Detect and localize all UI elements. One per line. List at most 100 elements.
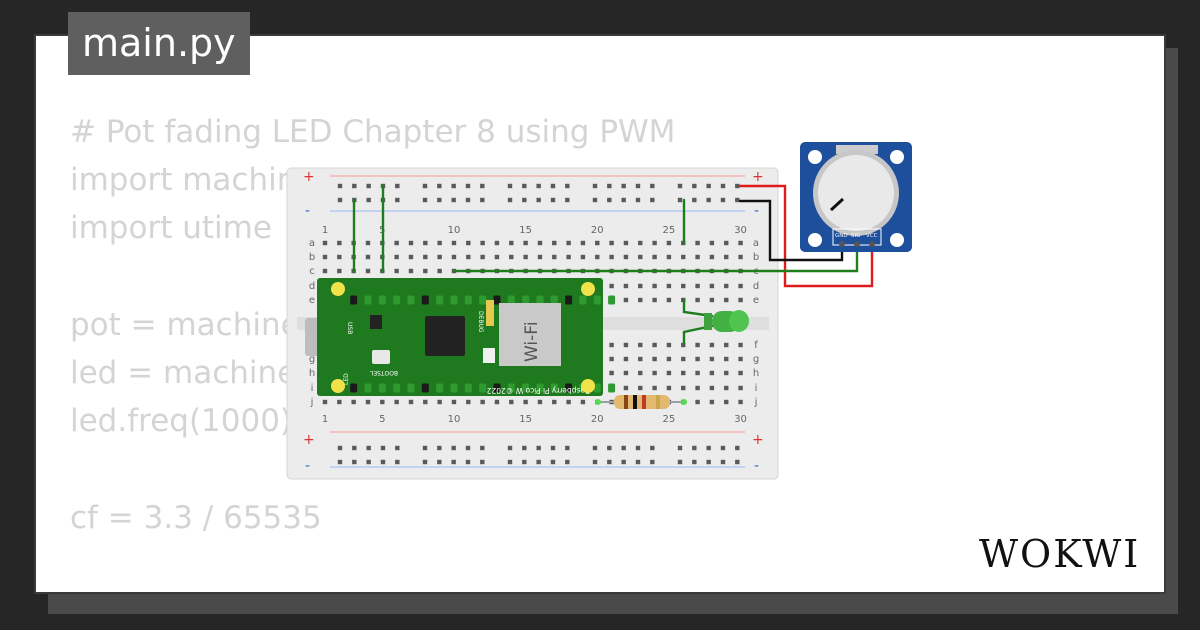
breadboard-hole [465, 445, 471, 451]
breadboard-hole [720, 445, 726, 451]
breadboard-hole [635, 459, 641, 465]
pico-pin [608, 295, 616, 305]
column-number: 25 [663, 225, 676, 236]
column-number: 1 [322, 414, 328, 425]
pot-pin-vcc: VCC [866, 233, 878, 239]
breadboard-hole [735, 459, 740, 465]
row-letter: h [309, 368, 315, 379]
row-letter: g [753, 354, 759, 365]
breadboard-hole [738, 356, 743, 362]
breadboard-hole [423, 254, 428, 260]
breadboard-hole [337, 254, 342, 260]
breadboard-labels: 115510101515202025253030aabbccddeeffgghh… [309, 225, 759, 425]
rail-plus-top-right: + [752, 169, 764, 185]
breadboard-hole [536, 183, 541, 189]
breadboard-hole [638, 283, 643, 289]
breadboard-hole [709, 254, 715, 260]
breadboard-hole [607, 197, 612, 203]
breadboard-hole [635, 183, 641, 189]
row-letter: f [754, 340, 758, 351]
breadboard-hole [565, 459, 570, 465]
pot-knob-indicator [829, 197, 845, 212]
breadboard-hole [692, 197, 697, 203]
row-letter: i [311, 383, 314, 394]
pico-pin [393, 295, 401, 305]
breadboard-hole [650, 459, 655, 465]
pico-pin [536, 383, 544, 393]
pot-pin-gnd: GND [835, 233, 848, 239]
breadboard-hole [738, 370, 743, 376]
breadboard-hole [565, 197, 570, 203]
pico-pin [393, 383, 401, 393]
breadboard-hole [677, 197, 683, 203]
breadboard-hole [509, 399, 514, 405]
file-tab[interactable]: main.py [68, 12, 250, 75]
pico-pin [507, 383, 515, 393]
breadboard-hole [322, 268, 328, 274]
pico-pin [579, 295, 587, 305]
breadboard-hole [592, 183, 598, 189]
breadboard-hole [465, 459, 471, 465]
breadboard-hole [623, 254, 629, 260]
breadboard-hole [666, 254, 672, 260]
bootsel-label: BOOTSEL [369, 369, 398, 376]
breadboard-hole [709, 399, 715, 405]
breadboard-hole [652, 370, 657, 376]
breadboard-hole [623, 240, 629, 246]
breadboard-hole [623, 342, 629, 348]
rail-minus-bottom: - [305, 458, 310, 474]
breadboard-hole [638, 254, 643, 260]
code-line: led = machine. [70, 354, 307, 391]
breadboard-hole [720, 459, 726, 465]
pico-pin [407, 295, 415, 305]
wire-red-vcc [738, 184, 874, 288]
breadboard-hole [337, 445, 343, 451]
row-letter: a [753, 238, 759, 249]
pico-pin [364, 295, 372, 305]
column-number: 5 [379, 414, 385, 425]
breadboard-hole [652, 342, 657, 348]
breadboard-hole [666, 240, 672, 246]
breadboard-hole [380, 445, 386, 451]
breadboard-hole [692, 183, 697, 189]
breadboard-hole [709, 370, 715, 376]
breadboard-hole [738, 254, 743, 260]
breadboard-hole [595, 240, 600, 246]
breadboard-hole [623, 385, 629, 391]
breadboard-hole [652, 356, 657, 362]
breadboard-hole [638, 342, 643, 348]
row-letter: e [753, 295, 759, 306]
breadboard-hole [706, 197, 711, 203]
wire-black-gnd [738, 199, 844, 262]
breadboard-hole [352, 459, 357, 465]
breadboard-hole [408, 240, 414, 246]
breadboard-hole [724, 254, 729, 260]
debug-label: DEBUG [477, 311, 484, 333]
pico-pin [364, 383, 372, 393]
breadboard-hole [537, 399, 543, 405]
pico-pin [550, 295, 558, 305]
rail-minus-top-right: - [754, 203, 759, 219]
breadboard-hole [494, 254, 500, 260]
pico-pin [507, 295, 515, 305]
breadboard-hole [609, 240, 614, 246]
breadboard-hole [709, 283, 715, 289]
breadboard-hole [437, 254, 442, 260]
breadboard-hole [695, 356, 700, 362]
row-letter: b [753, 252, 759, 263]
pico-pin [493, 383, 501, 393]
breadboard-hole [738, 297, 743, 303]
breadboard-hole [607, 183, 612, 189]
row-letter: i [755, 383, 758, 394]
breadboard-hole [366, 445, 371, 451]
breadboard-hole [480, 399, 485, 405]
breadboard-hole [724, 385, 729, 391]
breadboard-hole [322, 240, 328, 246]
breadboard-hole [638, 385, 643, 391]
breadboard-hole [523, 254, 528, 260]
breadboard-hole [395, 197, 400, 203]
pico-pin [522, 295, 530, 305]
breadboard-hole [366, 183, 371, 189]
breadboard-hole [607, 445, 612, 451]
